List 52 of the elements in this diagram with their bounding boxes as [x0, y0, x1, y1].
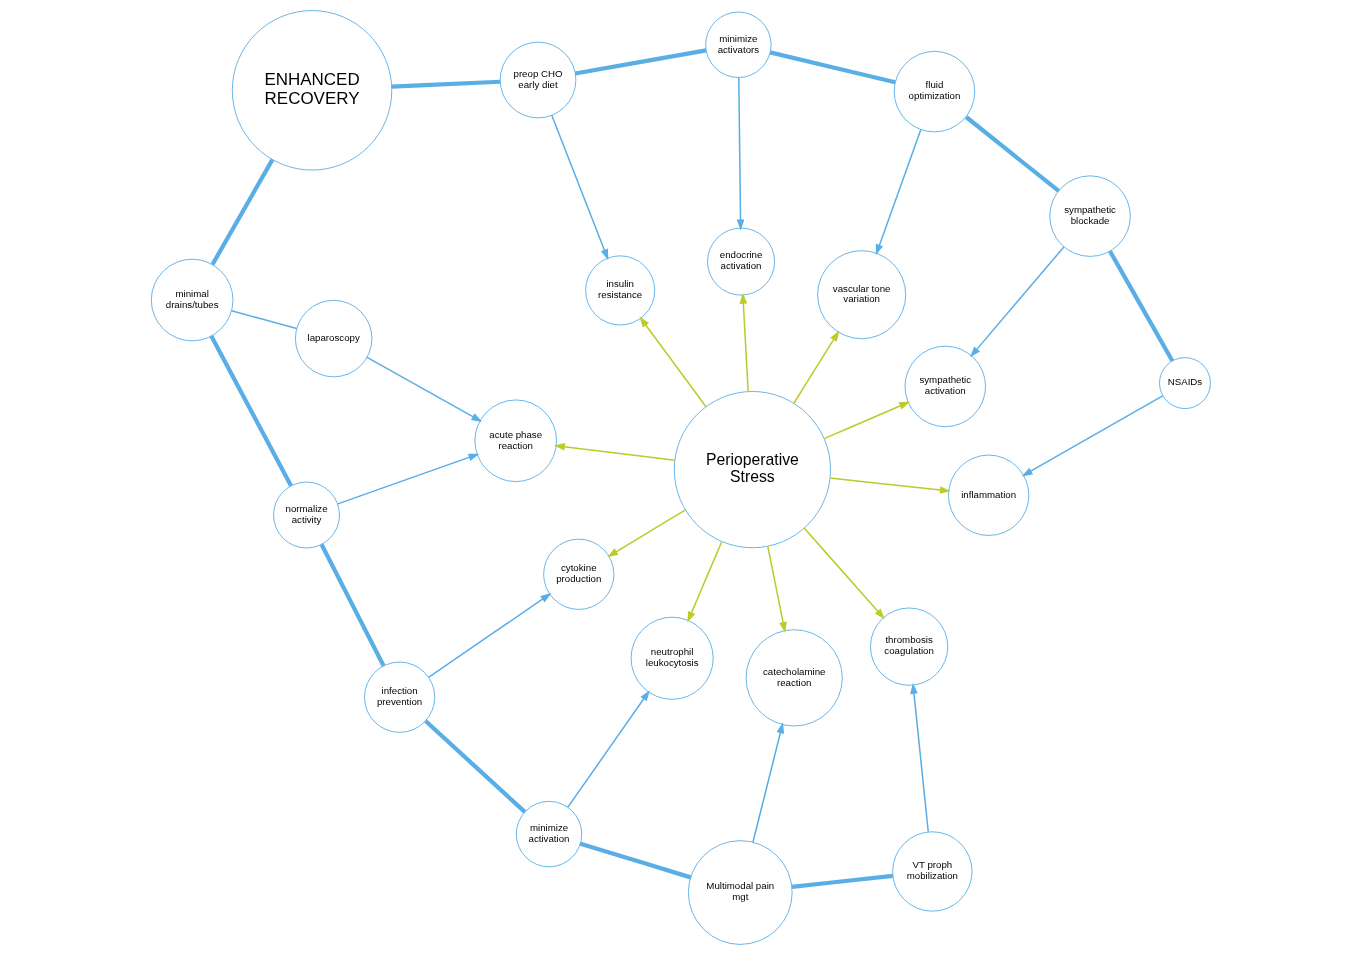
arrow	[553, 442, 676, 461]
node-circle: Multimodal pain mgt	[687, 840, 793, 945]
arrow	[365, 356, 482, 422]
connector	[1107, 250, 1174, 362]
connector	[423, 719, 526, 814]
arrow	[336, 453, 479, 505]
connector	[230, 310, 297, 330]
node-circle: VT proph mobilization	[891, 831, 972, 912]
node-circle: minimal drains/tubes	[150, 258, 233, 342]
arrow	[751, 722, 784, 843]
arrow	[828, 477, 951, 494]
arrow	[969, 246, 1065, 358]
node-circle: endocrine activation	[706, 227, 775, 296]
arrow	[427, 593, 551, 679]
node-circle: infection prevention	[363, 661, 435, 733]
arrow	[1021, 395, 1163, 477]
connector	[210, 158, 274, 266]
node-circle: Perioperative Stress	[673, 391, 831, 549]
arrow	[802, 527, 885, 620]
node-circle: laparoscopy	[294, 299, 372, 378]
node-circle: NSAIDs	[1158, 357, 1211, 409]
node-circle: acute phase reaction	[473, 399, 557, 483]
connector	[579, 841, 691, 880]
connector	[574, 48, 707, 76]
arrow	[686, 540, 723, 623]
arrow	[875, 128, 922, 256]
node-circle: inflammation	[947, 454, 1029, 536]
connector	[319, 543, 385, 667]
arrow	[766, 545, 787, 633]
node-circle: preop CHO early diet	[499, 41, 576, 119]
node-circle: minimize activators	[704, 11, 772, 78]
arrow	[736, 76, 744, 231]
arrow	[792, 330, 839, 404]
node-circle: cytokine production	[542, 538, 614, 610]
arrow	[638, 316, 707, 408]
arrow	[822, 401, 910, 440]
node-circle: normalize activity	[272, 481, 340, 549]
node-circle: fluid optimization	[893, 50, 975, 133]
connector	[769, 50, 896, 85]
connector	[791, 873, 893, 889]
connector	[391, 79, 500, 89]
arrow	[606, 509, 686, 558]
node-circle: sympathetic blockade	[1048, 175, 1131, 257]
arrow	[739, 292, 749, 393]
node-circle: minimize activation	[515, 800, 582, 868]
arrow	[550, 114, 608, 261]
node-circle: catecholamine reaction	[745, 629, 843, 727]
arrow	[909, 682, 929, 833]
arrow	[566, 690, 650, 809]
node-circle: ENHANCED RECOVERY	[231, 10, 392, 171]
connector	[208, 335, 293, 487]
connector	[964, 115, 1060, 193]
